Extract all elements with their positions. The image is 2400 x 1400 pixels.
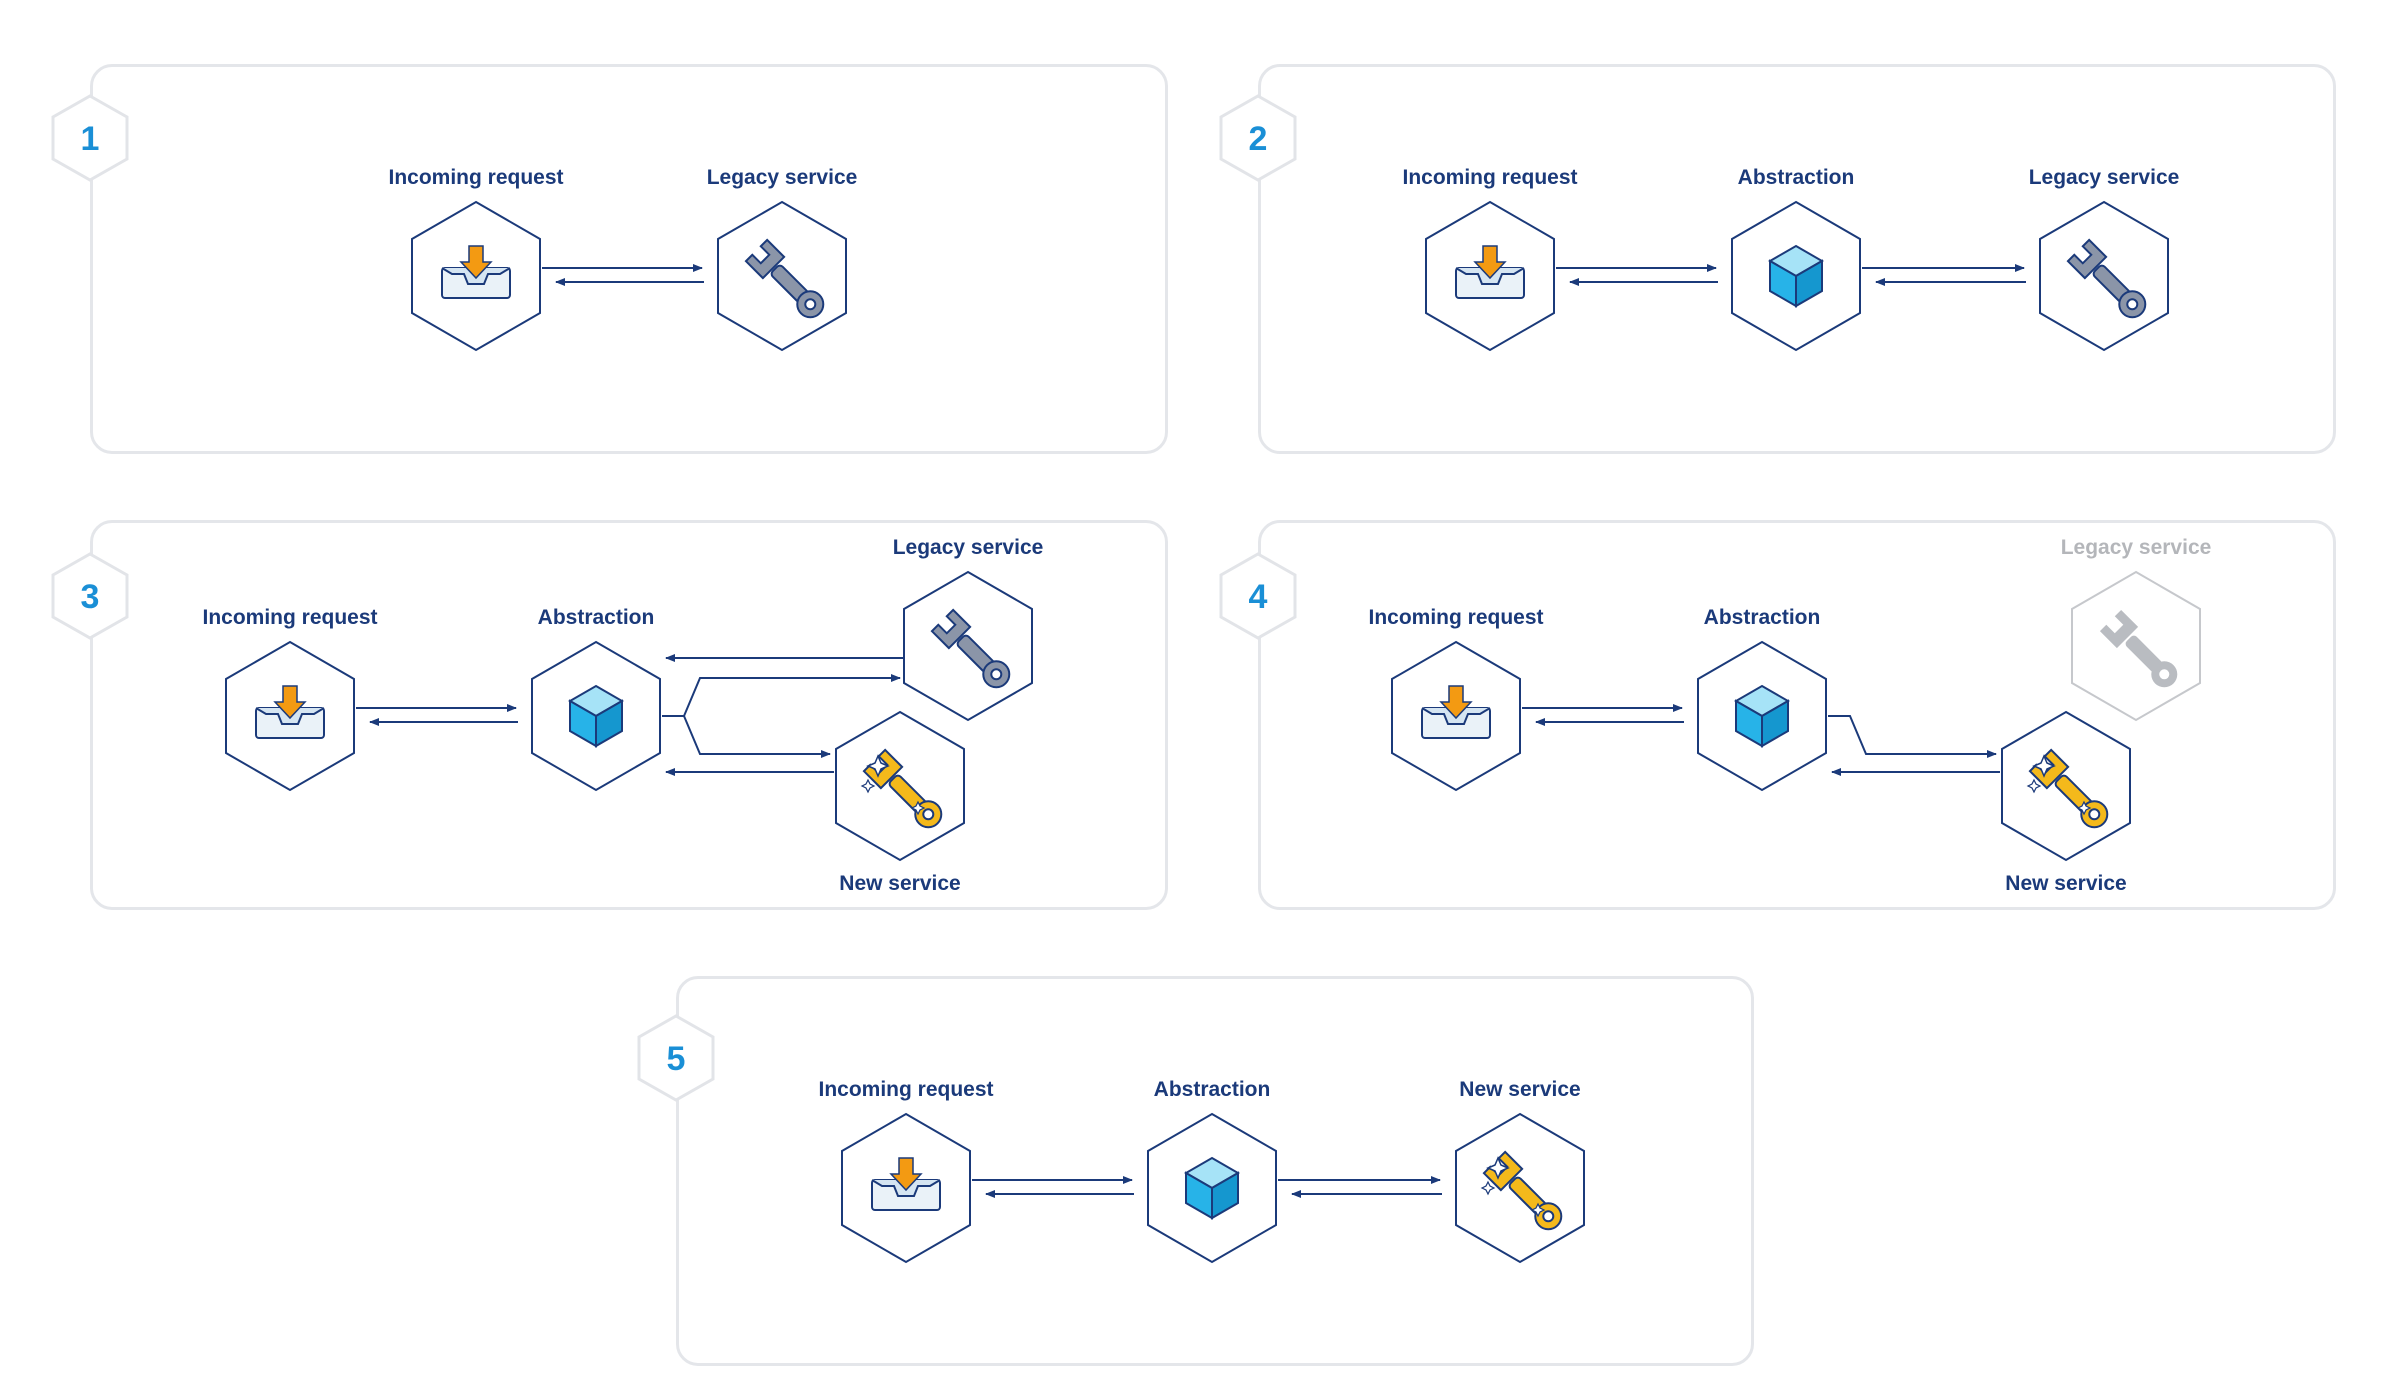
step-5-number: 5: [667, 1040, 686, 1078]
step-5-abstraction-node: [1147, 1113, 1277, 1263]
step-3-abstraction-label: Abstraction: [538, 606, 655, 629]
step-2-legacy-service-node: [2039, 201, 2169, 351]
step-3-number: 3: [81, 578, 100, 616]
step-2-number: 2: [1249, 120, 1268, 158]
step-3-abstraction-node: [531, 641, 661, 791]
step-5-new-service-node: [1455, 1113, 1585, 1263]
step-1-legacy-service-node: [717, 201, 847, 351]
step-4-new-service-label: New service: [2005, 872, 2126, 895]
step-4-legacy-service-label: Legacy service: [2061, 536, 2212, 559]
step-2-legacy-service-label: Legacy service: [2029, 166, 2180, 189]
step-2-incoming-request-node: [1425, 201, 1555, 351]
step-3-legacy-service-node: [903, 571, 1033, 721]
step-4-new-service-node: [2001, 711, 2131, 861]
step-1-legacy-service-label: Legacy service: [707, 166, 858, 189]
step-1-panel: [90, 64, 1168, 454]
step-5: 5 Incoming request Abstraction New servi…: [637, 1014, 1585, 1263]
step-4-abstraction-label: Abstraction: [1704, 606, 1821, 629]
step-4-abstraction-to-new-arrow: [1828, 715, 1997, 758]
step-3-legacy-service-label: Legacy service: [893, 536, 1044, 559]
step-5-incoming-request-node: [841, 1113, 971, 1263]
step-3-abstraction-to-new-arrow: [683, 715, 831, 758]
step-2-abstraction-label: Abstraction: [1738, 166, 1855, 189]
step-5-abstraction-label: Abstraction: [1154, 1078, 1271, 1101]
step-2-abstraction-node: [1731, 201, 1861, 351]
step-5-incoming-request-label: Incoming request: [818, 1078, 993, 1101]
step-3-incoming-request-node: [225, 641, 355, 791]
step-1: 1 Incoming request Legacy service: [51, 94, 858, 351]
step-3: 3 Incoming request Abstraction Legacy se…: [51, 536, 1044, 895]
step-3-new-service-label: New service: [839, 872, 960, 895]
step-2-incoming-request-label: Incoming request: [1402, 166, 1577, 189]
step-1-incoming-request-node: [411, 201, 541, 351]
step-1-incoming-request-label: Incoming request: [388, 166, 563, 189]
step-4: 4 Incoming request Abstraction Legacy se…: [1219, 536, 2212, 895]
step-3-abstraction-to-legacy-arrow: [662, 674, 901, 717]
step-2: 2 Incoming request Abstraction Legacy se…: [1219, 94, 2180, 351]
step-4-abstraction-node: [1697, 641, 1827, 791]
step-4-legacy-service-node-deprecated: [2071, 571, 2201, 721]
step-4-number: 4: [1249, 578, 1268, 616]
step-3-new-service-node: [835, 711, 965, 861]
step-5-new-service-label: New service: [1459, 1078, 1580, 1101]
step-4-incoming-request-node: [1391, 641, 1521, 791]
step-4-incoming-request-label: Incoming request: [1368, 606, 1543, 629]
step-1-number: 1: [81, 120, 100, 158]
step-3-incoming-request-label: Incoming request: [202, 606, 377, 629]
